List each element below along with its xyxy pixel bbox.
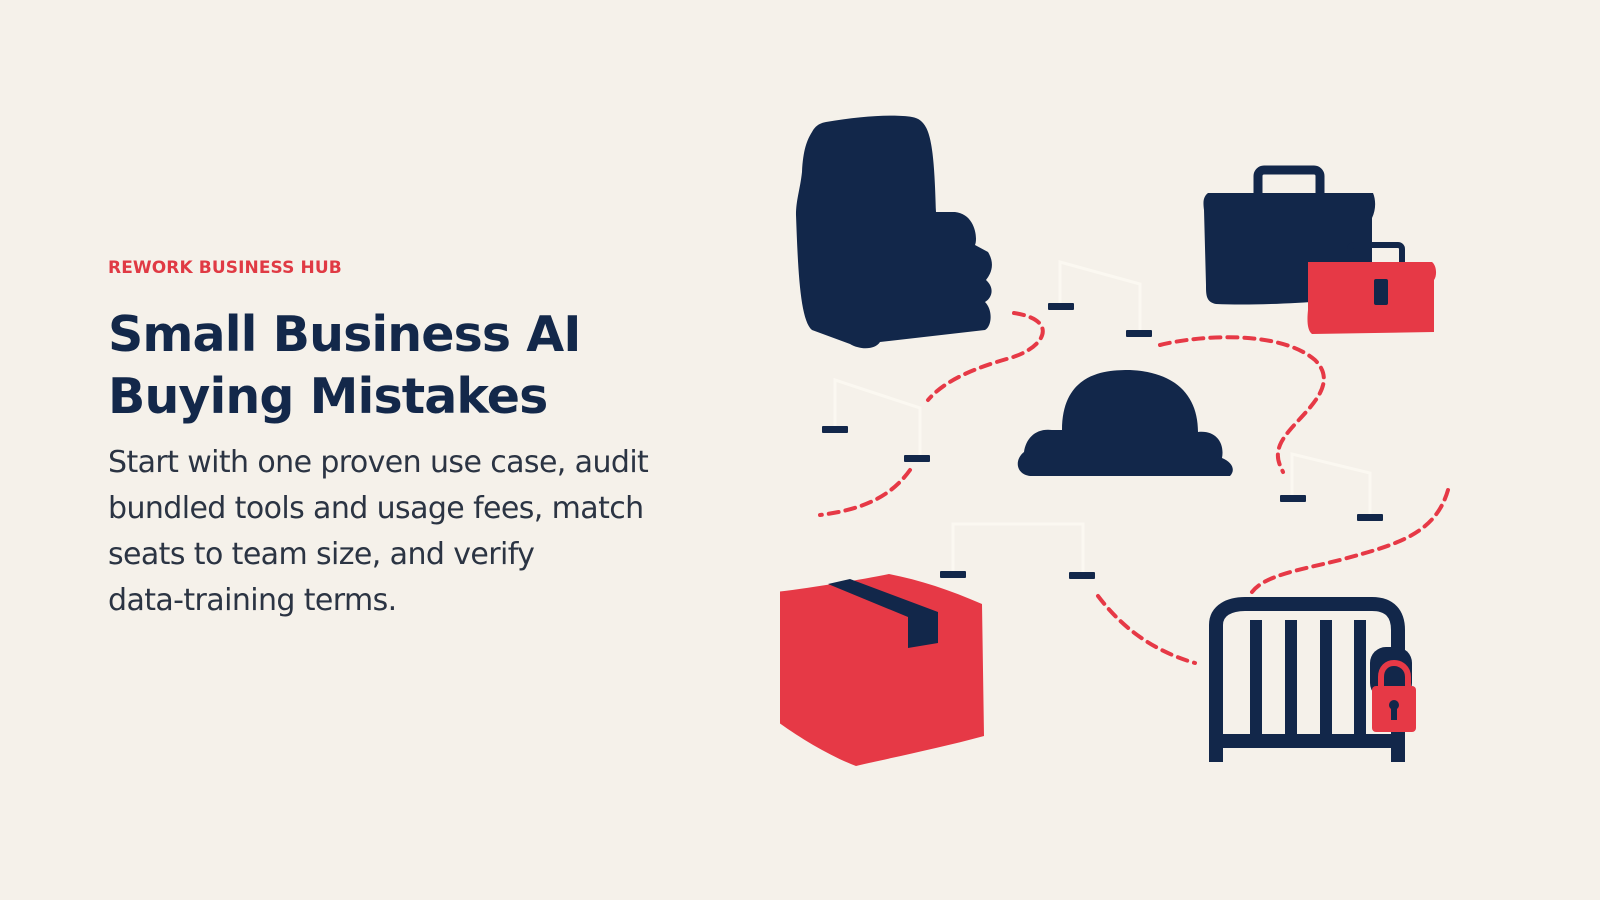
description-line: Start with one proven use case, audit bbox=[108, 445, 649, 480]
connector bbox=[833, 377, 922, 458]
hero-text: REWORK BUSINESS HUB Small Business AI Bu… bbox=[108, 258, 708, 624]
connector-brackets bbox=[833, 260, 1372, 575]
eyebrow-label: REWORK BUSINESS HUB bbox=[108, 258, 342, 278]
description-line: bundled tools and usage fees, match bbox=[108, 491, 644, 526]
title-line: Small Business AI bbox=[108, 306, 582, 363]
dashed-path bbox=[818, 468, 912, 517]
connector-pad bbox=[904, 455, 930, 462]
thumbs-up-icon bbox=[796, 115, 992, 349]
page-title: Small Business AI Buying Mistakes bbox=[108, 304, 708, 428]
connector bbox=[1290, 452, 1372, 518]
title-line: Buying Mistakes bbox=[108, 368, 548, 425]
locked-gate-icon bbox=[1209, 597, 1416, 762]
dashed-paths bbox=[818, 311, 1450, 665]
connector-pad bbox=[1357, 514, 1383, 521]
description-line: seats to team size, and verify bbox=[108, 537, 535, 572]
dashed-path bbox=[1250, 488, 1450, 594]
connector-pad bbox=[1280, 495, 1306, 502]
description-line: data-training terms. bbox=[108, 583, 397, 618]
red-toolbox-icon bbox=[1307, 242, 1437, 334]
connector-pads bbox=[822, 303, 1383, 579]
dashed-path bbox=[1158, 335, 1326, 474]
connector-pad bbox=[1126, 330, 1152, 337]
dashed-path bbox=[926, 311, 1045, 402]
illustration bbox=[780, 115, 1450, 766]
connector-pad bbox=[822, 426, 848, 433]
connector-pad bbox=[1069, 572, 1095, 579]
connector bbox=[1058, 260, 1142, 334]
cloud-icon bbox=[1017, 370, 1233, 476]
description: Start with one proven use case, audit bu… bbox=[108, 440, 708, 624]
dashed-path bbox=[1096, 594, 1197, 665]
connector-pad bbox=[940, 571, 966, 578]
package-box-icon bbox=[780, 574, 984, 766]
connector-pad bbox=[1048, 303, 1074, 310]
connector bbox=[951, 522, 1085, 575]
